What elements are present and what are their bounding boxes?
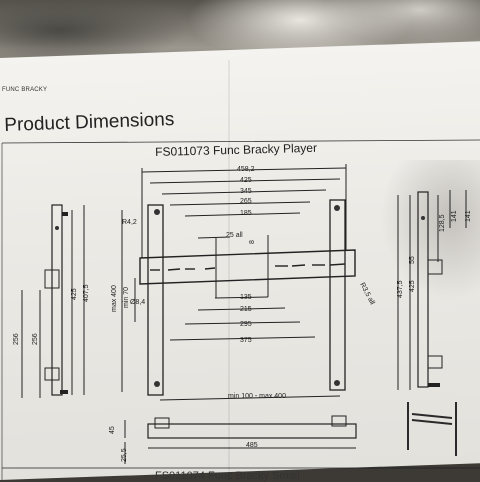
page-fold (228, 60, 230, 480)
shadow (380, 160, 480, 300)
r3-5-label: R3,5 all (358, 282, 376, 307)
dim-base-485: 485 (246, 442, 258, 449)
dim-265: 265 (240, 198, 252, 205)
r4-2-label: R4,2 (122, 219, 137, 226)
range-label: min 100 - max 400 (228, 393, 286, 400)
slot-height-label: 8 (249, 240, 256, 244)
min-height-label: min 70 (123, 287, 130, 308)
dim-458-2: 458,2 (237, 166, 255, 173)
dim-185: 185 (240, 210, 252, 217)
dim-215: 215 (240, 306, 252, 313)
dim-right-55: 55 (409, 256, 416, 264)
max-height-label: max 400 (111, 285, 118, 312)
dim-right-141-a: 141 (451, 210, 458, 222)
dim-375: 375 (240, 337, 252, 344)
dim-left-256-b: 256 (32, 333, 39, 345)
brand-label: FUNC BRACKY (2, 87, 48, 93)
dim-295: 295 (240, 321, 252, 328)
next-section-heading: FS011074 Func Bracky Small (155, 470, 300, 482)
dim-right-128-5: 128,5 (439, 214, 446, 232)
dim-right-425: 425 (409, 280, 416, 292)
dim-left-407-5: 407,5 (83, 284, 90, 302)
dim-left-425: 425 (71, 288, 78, 300)
dim-135: 135 (240, 294, 252, 301)
dim-base-25-5: 25,5 (121, 448, 128, 462)
dim-right-437-5: 437,5 (397, 280, 404, 298)
hole-label: Ø8,4 (130, 299, 145, 306)
dim-left-256-a: 256 (13, 333, 20, 345)
dimension-labels: 458,2 425 345 265 185 135 215 295 375 R4… (13, 166, 472, 462)
dim-base-45: 45 (109, 426, 116, 434)
dim-345: 345 (240, 188, 252, 195)
slot-label: 25 all (226, 232, 243, 239)
dim-right-141-b: 141 (465, 210, 472, 222)
dim-425: 425 (240, 177, 252, 184)
